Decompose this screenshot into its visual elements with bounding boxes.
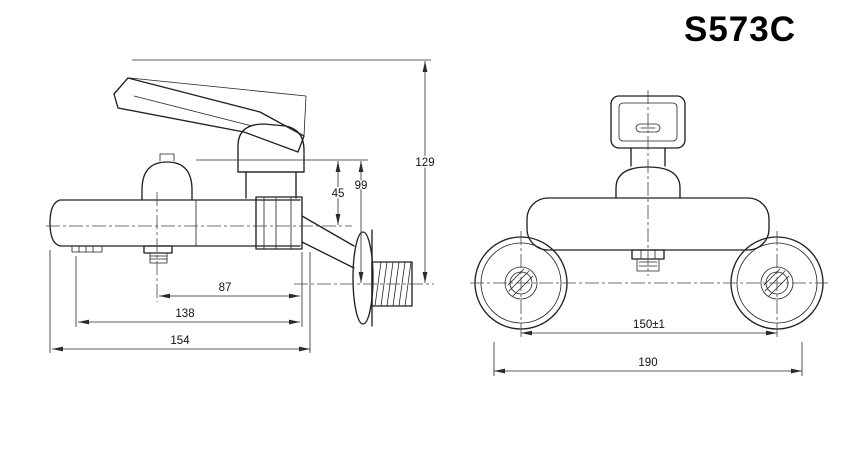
dome-outline (141, 161, 193, 201)
side-view-dimensions: 129 99 45 87 138 154 (49, 59, 436, 353)
dimension-overall-depth: 154 (52, 334, 310, 352)
dimension-label: 45 (332, 188, 345, 200)
dimension-label: 129 (415, 157, 434, 169)
hex-outline (255, 196, 303, 250)
hex-facet-lines (263, 196, 292, 250)
model-number: S573C (684, 10, 796, 49)
outlet-hex-facets (640, 249, 656, 260)
inlet-thread-hatch (763, 268, 790, 297)
outlet-flange (143, 245, 173, 254)
dome-button (159, 153, 175, 162)
body-outline (49, 199, 301, 247)
neck-lines (630, 147, 666, 167)
dimension-label: 190 (638, 357, 657, 369)
side-view-lower-outlet (143, 245, 173, 264)
side-view-dome-cap (141, 153, 193, 201)
side-view-hex-union (255, 196, 303, 250)
dimension-overall-height: 129 (414, 61, 436, 283)
lever-raised-position-lines (129, 77, 307, 137)
dimension-inlet-centers: 150±1 (521, 318, 777, 336)
front-view (474, 95, 824, 330)
dimension-label: 150±1 (633, 319, 665, 331)
side-view-centerlines (46, 192, 434, 302)
outlet-stub (149, 252, 168, 264)
side-view-body (49, 199, 301, 253)
side-view-cartridge-hub (237, 123, 305, 199)
front-view-dimensions: 150±1 190 (493, 318, 803, 376)
hub-outline (237, 123, 305, 173)
dimension-label: 87 (219, 282, 232, 294)
lever-outline (113, 77, 305, 153)
dimension-outlet-to-wall: 87 (159, 281, 300, 299)
dimension-body-depth: 138 (78, 307, 300, 325)
side-view-wall-connection (301, 215, 413, 327)
dimension-label: 138 (175, 308, 194, 320)
front-view-centerlines (470, 90, 828, 338)
side-view-handle (113, 77, 307, 153)
dimension-label: 154 (170, 335, 190, 347)
lever-detail-line (133, 95, 253, 127)
hub-column-lines (245, 171, 297, 199)
dimension-label: 99 (355, 180, 368, 192)
aerator-ticks (78, 245, 94, 253)
aerator (71, 245, 103, 253)
dimension-body-height: 99 (353, 161, 369, 283)
extension-lines (49, 59, 431, 353)
wall-flange (352, 231, 374, 325)
eccentric-pipe (301, 215, 355, 269)
outlet-thread-lines (149, 255, 168, 260)
inlet-thread-hatch (507, 268, 534, 297)
dimension-spout-height: 45 (330, 161, 346, 225)
dimension-overall-width: 190 (494, 356, 802, 374)
